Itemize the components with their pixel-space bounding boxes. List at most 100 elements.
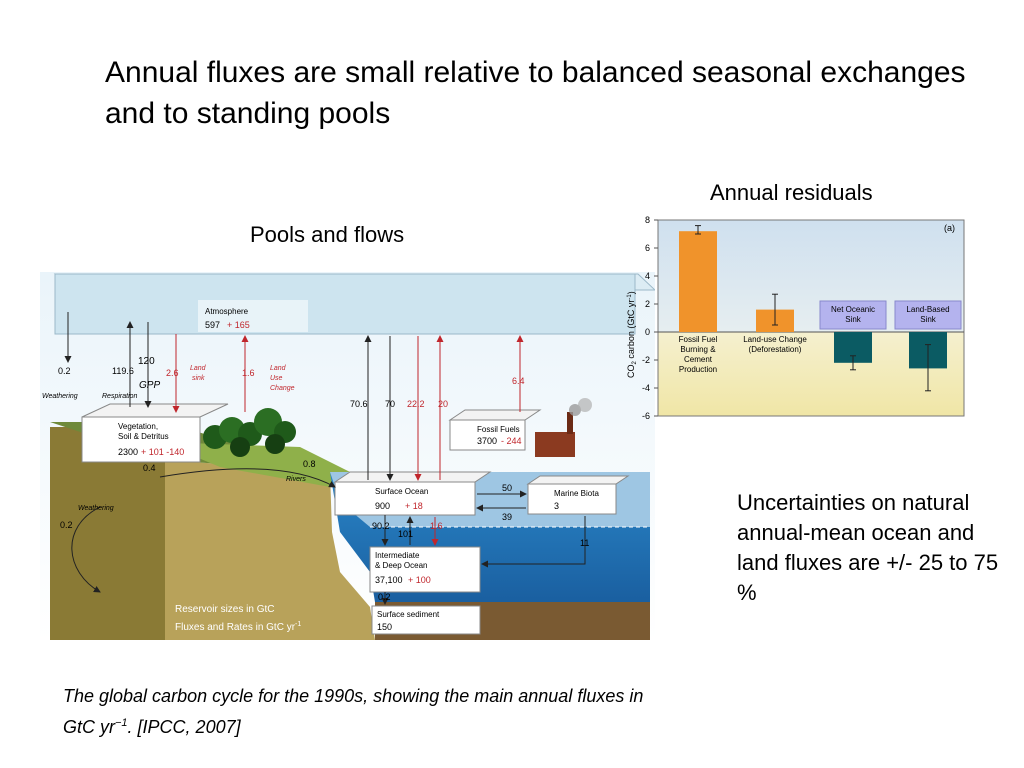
bar-label: Production: [679, 365, 717, 374]
carbon-cycle-diagram: Atmosphere 597 + 165 Vegetation, Soil & …: [40, 272, 655, 642]
grass-area: [160, 442, 370, 487]
factory-icon: [535, 398, 592, 457]
flux-ocean-anthro-up: 20: [438, 399, 448, 409]
caption-end: . [IPCC, 2007]: [127, 717, 241, 737]
fossil-name: Fossil Fuels: [477, 425, 520, 434]
atmosphere-change: + 165: [227, 320, 250, 330]
bar-label: Fossil Fuel: [679, 335, 718, 344]
surface-ocean-box: Surface Ocean 900 + 18: [333, 471, 492, 516]
flux-gpp-label: GPP: [139, 380, 160, 391]
flux-weathering-rock: 0.2: [60, 520, 73, 530]
legend-line1: Reservoir sizes in GtC: [175, 604, 274, 615]
flux-biota-sink: 11: [580, 538, 589, 548]
y-axis: 8 6 4 2 0 -2 -4 -6: [642, 215, 658, 421]
flux-land-sink-label1: Land: [190, 365, 207, 372]
flux-respiration-label: Respiration: [102, 393, 138, 400]
legend-line2: Fluxes and Rates in GtC yr-1: [175, 621, 301, 633]
flux-up-mix: 101: [398, 529, 413, 539]
marine-biota-name: Marine Biota: [554, 489, 599, 498]
vegetation-box: Vegetation, Soil & Detritus 2300 + 101 -…: [81, 403, 229, 463]
y-tick-label: 2: [645, 299, 650, 309]
y-tick-label: 4: [645, 271, 650, 281]
deep-ocean-line2: & Deep Ocean: [375, 561, 427, 570]
bar-label: Net Oceanic: [831, 305, 875, 314]
flux-land-use-label3: Change: [270, 385, 295, 392]
flux-rivers-label: Rivers: [286, 476, 306, 483]
flux-land-sink: 2.6: [166, 368, 179, 378]
flux-land-use-label2: Use: [270, 375, 283, 382]
fossil-change: - 244: [501, 436, 522, 446]
sediment-box: Surface sediment 150: [371, 605, 481, 635]
bar-label: Cement: [684, 355, 713, 364]
flux-land-use-label1: Land: [270, 365, 287, 372]
error-bar: [925, 344, 931, 392]
flux-weathering-rock-label: Weathering: [78, 505, 114, 512]
y-tick-label: 0: [645, 327, 650, 337]
flux-land-use: 1.6: [242, 368, 255, 378]
bar-label: Sink: [920, 315, 937, 324]
caption-superscript: −1: [115, 717, 128, 729]
error-bar: [850, 355, 856, 371]
flux-respiration: 119.6: [112, 366, 134, 376]
plot-frame: [657, 219, 965, 417]
land-front: [50, 427, 165, 640]
vegetation-value: 2300: [118, 447, 138, 457]
flux-biota-out: 39: [502, 512, 512, 522]
residuals-label: Annual residuals: [710, 180, 873, 205]
flux-anthro-mix: 1.6: [430, 521, 443, 531]
panel-label: (a): [944, 223, 955, 233]
flux-down-mix: 90.2: [372, 521, 390, 531]
flux-weathering-atm-label: Weathering: [42, 393, 78, 400]
y-tick-label: 8: [645, 215, 650, 225]
marine-biota-value: 3: [554, 501, 559, 511]
bar-label: Land-Based: [906, 305, 949, 314]
flux-land-sink-label2: sink: [192, 375, 205, 382]
y-tick-label: -4: [642, 383, 650, 393]
surface-ocean-name: Surface Ocean: [375, 487, 428, 496]
figure-caption: The global carbon cycle for the 1990s, s…: [63, 683, 663, 741]
y-tick-label: -6: [642, 411, 650, 421]
bar-label: Sink: [845, 315, 862, 324]
atmosphere-box: [54, 273, 636, 335]
deep-ocean-value: 37,100: [375, 575, 403, 585]
bar: [679, 231, 717, 332]
flux-weathering-atm: 0.2: [58, 366, 71, 376]
marine-biota-box: Marine Biota 3: [526, 475, 630, 515]
y-tick-label: -2: [642, 355, 650, 365]
pools-label: Pools and flows: [250, 222, 405, 247]
flux-veg-to-river: 0.4: [143, 463, 156, 473]
flux-sediment: 0.2: [378, 592, 391, 602]
bar-label-box: [894, 300, 962, 330]
flux-gpp: 120: [138, 356, 155, 367]
fossil-value: 3700: [477, 436, 497, 446]
caption-main: The global carbon cycle for the 1990s, s…: [63, 686, 644, 737]
flux-rivers: 0.8: [303, 459, 316, 469]
y-tick-label: 6: [645, 243, 650, 253]
deep-ocean-line1: Intermediate: [375, 551, 420, 560]
forest-icon: [203, 408, 296, 457]
deep-ocean-change: + 100: [408, 575, 431, 585]
atmosphere-value: 597: [205, 320, 220, 330]
sediment-name: Surface sediment: [377, 610, 440, 619]
vegetation-line2: Soil & Detritus: [118, 432, 169, 441]
flux-arrows: [64, 312, 586, 605]
flux-ocean-anthro-down: 22.2: [407, 399, 425, 409]
bar-label: Burning &: [680, 345, 716, 354]
atmosphere-name: Atmosphere: [205, 307, 249, 316]
flux-ocean-up: 70.6: [350, 399, 368, 409]
surface-ocean-value: 900: [375, 501, 390, 511]
flux-biota-in: 50: [502, 483, 512, 493]
uncertainty-note: Uncertainties on natural annual-mean oce…: [737, 490, 999, 605]
bar-label: Land-use Change: [743, 335, 807, 344]
error-bar: [695, 225, 701, 235]
y-axis-label: CO2 carbon (GtC yr-1): [626, 291, 638, 378]
sediment-value: 150: [377, 622, 392, 632]
surface-ocean-change: + 18: [405, 501, 423, 511]
slide-title: Annual fluxes are small relative to bala…: [105, 56, 966, 130]
fossil-fuels-box: Fossil Fuels 3700 - 244: [448, 409, 542, 451]
vegetation-change: + 101 -140: [141, 447, 184, 457]
flux-fossil-emission: 6.4: [512, 376, 525, 386]
error-bar: [772, 293, 778, 326]
